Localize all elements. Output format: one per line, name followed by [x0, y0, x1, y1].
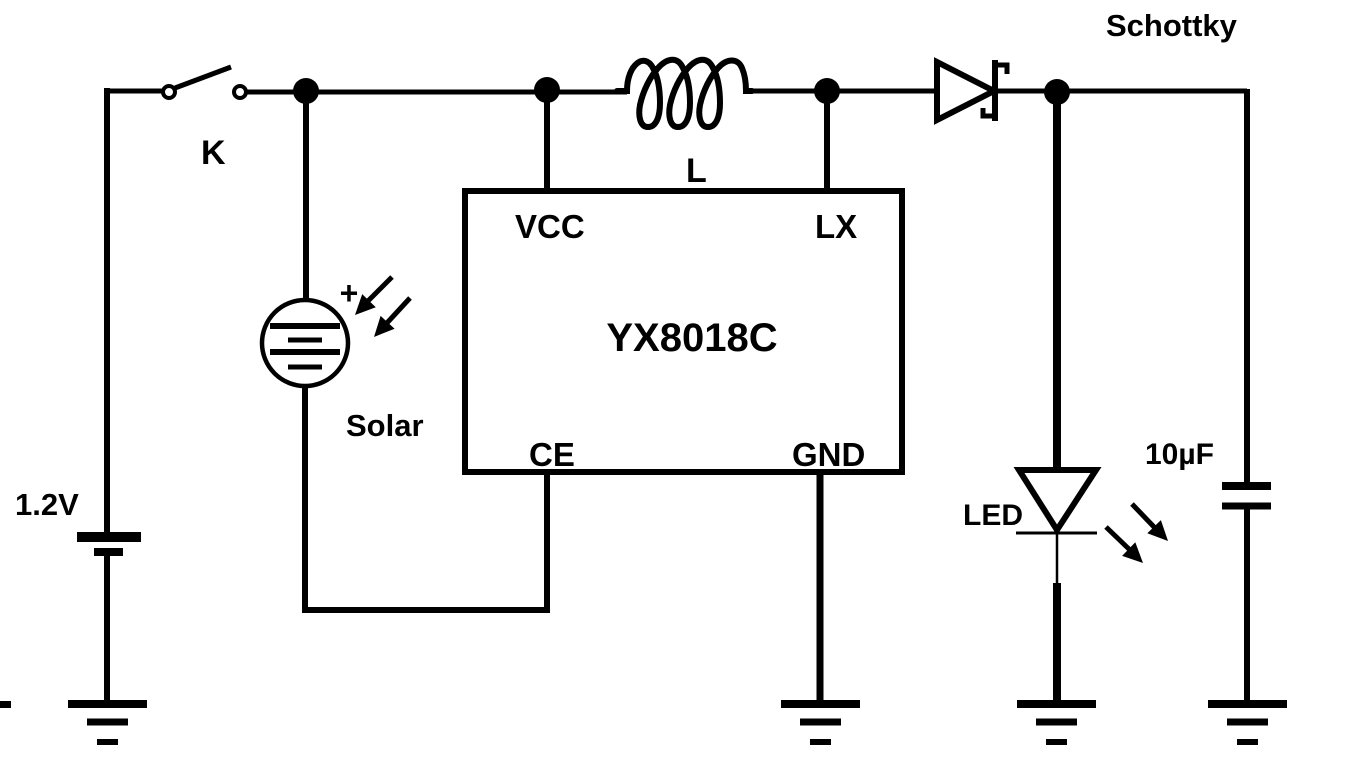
ic-pin-lx-label: LX — [815, 208, 857, 245]
junction-dot-vcc — [534, 77, 560, 103]
led: LED — [963, 467, 1168, 563]
light-arrow-icon — [365, 275, 394, 304]
diode-label: Schottky — [1106, 8, 1238, 43]
ground-icon-battery — [68, 700, 147, 745]
capacitor-label: 10µF — [1145, 438, 1214, 471]
ground-icon-gnd-pin — [781, 700, 860, 745]
switch-contact-left — [161, 84, 177, 100]
schottky-hook-bottom — [980, 108, 995, 119]
junction-dots — [293, 77, 1070, 105]
switch-k: K — [161, 64, 248, 172]
ic-pin-vcc-label: VCC — [515, 208, 585, 245]
edge-artifact — [0, 701, 11, 708]
light-arrow-icon — [384, 296, 412, 326]
led-emission-arrows — [1104, 502, 1168, 563]
inductor-label: L — [686, 152, 707, 190]
solar-cell: + Solar — [259, 275, 424, 443]
solar-label: Solar — [346, 408, 424, 443]
ground-icon-capacitor — [1208, 700, 1287, 745]
ic-part-number: YX8018C — [606, 316, 777, 360]
led-label: LED — [963, 499, 1023, 532]
switch-lever — [174, 64, 232, 91]
light-arrowhead-icon — [355, 294, 376, 315]
ground-symbols — [68, 700, 1287, 745]
ic-yx8018c: VCC LX CE GND YX8018C — [462, 188, 905, 475]
ic-pin-ce-label: CE — [529, 436, 575, 473]
inductor: L — [614, 56, 755, 190]
switch-contact-right — [232, 84, 248, 100]
diode-triangle-icon — [934, 57, 1001, 125]
ic-pin-gnd-label: GND — [792, 436, 865, 473]
wires — [104, 88, 1250, 701]
emission-arrow-icon — [1130, 502, 1158, 531]
junction-dot-diode-out — [1044, 79, 1070, 105]
emission-arrowhead-icon — [1147, 520, 1168, 541]
schottky-diode: Schottky — [934, 8, 1238, 125]
ic-body — [462, 188, 905, 475]
solar-circle — [259, 297, 351, 389]
capacitor: 10µF — [1145, 438, 1271, 510]
junction-dot-solar — [293, 78, 319, 104]
solar-plus-label: + — [340, 275, 359, 311]
emission-arrow-icon — [1104, 525, 1133, 553]
battery-label: 1.2V — [15, 487, 79, 522]
emission-arrowhead-icon — [1122, 542, 1143, 563]
light-arrowhead-icon — [374, 315, 395, 337]
led-triangle-icon — [1013, 467, 1102, 536]
battery: 1.2V — [15, 487, 141, 556]
solar-light-arrows — [355, 275, 412, 337]
ground-icon-led — [1017, 700, 1096, 745]
switch-label: K — [201, 134, 226, 172]
junction-dot-lx — [814, 78, 840, 104]
schottky-hook-top — [995, 62, 1010, 74]
inductor-coil-icon — [614, 56, 755, 131]
